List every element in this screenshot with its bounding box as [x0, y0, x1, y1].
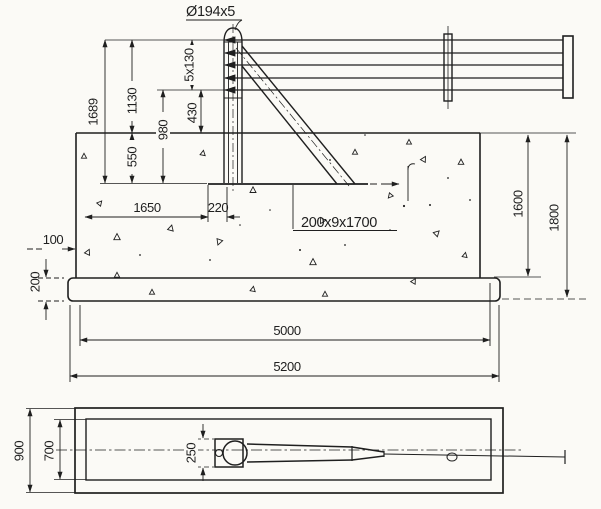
end-plate — [562, 35, 574, 99]
dim-100: 100 — [43, 232, 64, 247]
dim-lines-right — [480, 132, 586, 300]
plate-spec-label: 200x9x1700 — [301, 215, 377, 231]
plate-label-leader — [292, 185, 397, 231]
dim-900: 900 — [12, 441, 27, 462]
tie-rods — [105, 36, 563, 94]
dim-1800: 1800 — [547, 204, 562, 231]
dim-250: 250 — [184, 443, 199, 464]
embedded-plate — [100, 163, 416, 208]
plan-pipe-assembly — [214, 438, 566, 468]
elevation-view: 200x9x1700 Ø194x5 1689 1130 550 980 5x13… — [27, 4, 586, 382]
dim-220: 220 — [208, 200, 229, 215]
dim-lines-bottom — [69, 283, 500, 382]
dim-1689: 1689 — [86, 98, 101, 125]
dim-5200: 5200 — [273, 359, 300, 374]
dim-200: 200 — [28, 272, 43, 293]
pipe-spec-label: Ø194x5 — [186, 4, 235, 20]
anchor-block-outline — [75, 132, 481, 278]
dim-5x130: 5x130 — [182, 48, 197, 82]
plan-outer-outline — [74, 407, 504, 494]
dim-5000: 5000 — [273, 323, 300, 338]
base-slab-outline — [67, 277, 501, 302]
dim-lines-slab200 — [38, 259, 64, 320]
pipe-column — [223, 24, 243, 192]
diagonal-brace — [235, 45, 356, 187]
dim-980: 980 — [156, 120, 171, 141]
plan-inner-outline — [85, 418, 492, 481]
dim-1600: 1600 — [511, 190, 526, 217]
dim-1130: 1130 — [125, 88, 140, 115]
plan-view: 900 700 250 — [12, 407, 566, 494]
dim-1650: 1650 — [133, 200, 160, 215]
dim-label-bgs — [125, 45, 196, 174]
plan-dim-bg — [184, 436, 198, 470]
mid-flange — [443, 26, 453, 109]
dim-430: 430 — [185, 103, 200, 124]
dim-lines-recess — [84, 185, 240, 222]
aggregate-speckles — [80, 134, 471, 297]
dim-700: 700 — [42, 441, 57, 462]
plan-dim-lines — [26, 408, 214, 493]
speckle-dots — [139, 134, 471, 261]
pipe-label-leader — [186, 19, 243, 31]
dim-550: 550 — [125, 147, 140, 168]
